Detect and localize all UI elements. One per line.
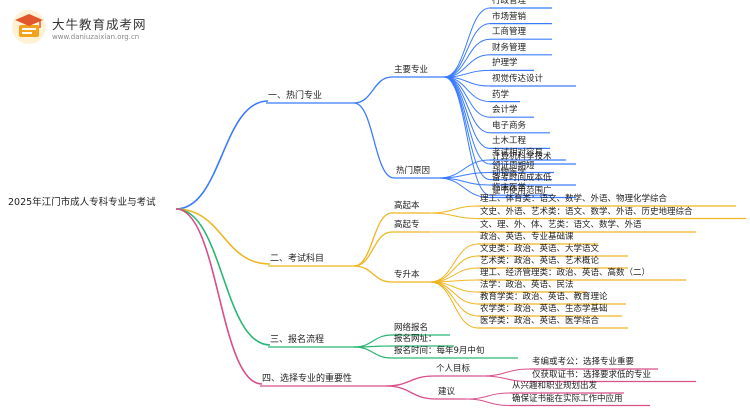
branch-0-sub-0-leaf-0[interactable]: 行政管理 [492,0,527,6]
branch-2-leaf-1[interactable]: 报名网址： [394,334,437,344]
branch-node-3[interactable]: 四、选择专业的重要性 [262,374,353,384]
branch-0-sub-0-leaf-link-2 [443,38,491,78]
branch-0-sub-0-leaf-3[interactable]: 财务管理 [492,42,527,53]
branch-3-sub-link-1 [385,385,437,400]
branch-0-sub-0-leaf-link-1 [443,23,491,78]
branch-1-sub-0[interactable]: 高起本 [394,201,420,211]
branch-0-sub-1-leaf-link-3 [437,177,491,198]
branch-1-sub-link-0 [353,212,393,267]
branch-0-sub-1-leaf-3[interactable]: 证书使用范围广 [492,185,552,196]
branch-0-sub-0-leaf-7[interactable]: 会计学 [492,105,518,116]
branch-1-sub-2-leaf-4[interactable]: 法学：政治、英语、民法 [480,280,574,290]
branch-0-sub-link-1 [353,102,395,179]
branch-3-sub-link-0 [385,375,435,387]
branch-1-sub-link-1 [353,231,393,267]
branch-link-2 [175,208,271,346]
branch-2-leaf-2[interactable]: 报名时间：每年9月中旬 [394,346,485,356]
branch-1-sub-0-leaf-1[interactable]: 文史、外语、艺术类：语文、数学、外语、历史地理综合 [480,206,693,217]
branch-1-sub-2-leaf-6[interactable]: 农学类：政治、英语、生态学基础 [480,304,608,314]
branch-2-leaf-link-0 [353,334,393,348]
branch-0-sub-0-leaf-1[interactable]: 市场营销 [492,11,527,22]
branch-1-sub-2-leaf-7[interactable]: 医学类：政治、英语、医学综合 [480,316,600,326]
branch-2-leaf-0[interactable]: 网络报名 [394,323,429,333]
branch-1-sub-1-leaf-0[interactable]: 文、理、外、体、艺类：语文、数学、外语 [480,220,642,230]
branch-3-sub-1-leaf-0[interactable]: 从兴趣和职业规划出发 [512,381,598,391]
branch-0-sub-1-leaf-0[interactable]: 考试相对容易 [492,148,544,158]
branch-1-sub-1[interactable]: 高起专 [394,220,420,230]
branch-1-sub-0-leaf-link-0 [429,205,479,214]
branch-3-sub-0-leaf-link-1 [481,375,531,382]
branch-2-leaf-link-2 [353,346,393,359]
branch-0-sub-0-leaf-5[interactable]: 视觉传达设计 [492,74,544,84]
branch-0-sub-1-leaf-1[interactable]: 领证周期短 [492,160,535,171]
branch-0-sub-0-leaf-9[interactable]: 土木工程 [492,136,527,147]
branch-node-1[interactable]: 二、考试科目 [270,254,325,264]
branch-0-sub-0-leaf-6[interactable]: 药学 [492,89,510,100]
branch-3-sub-1-leaf-link-1 [465,398,511,406]
site-logo[interactable]: 大牛教育成考网 www.daniuzaixian.org.cn [10,8,160,48]
branch-3-sub-1-leaf-1[interactable]: 确保证书能在实际工作中应用 [512,393,623,404]
branch-0-sub-1[interactable]: 热门原因 [396,166,431,176]
root-node[interactable]: 2025年江门市成人专科专业与考试 [8,197,156,208]
branch-1-sub-0-leaf-0[interactable]: 理工、体育类：语文、数学、外语、物理化学综合 [480,194,668,204]
branch-link-3 [175,208,263,385]
branch-1-sub-0-leaf-link-1 [429,212,479,219]
branch-3-sub-0[interactable]: 个人目标 [436,364,471,374]
branch-0-sub-0-leaf-link-0 [443,7,491,78]
branch-0-sub-0-leaf-11[interactable]: 动物医学 [492,167,527,178]
branch-1-sub-2-leaf-link-1 [429,255,479,283]
branch-0-sub-1-leaf-2[interactable]: 备考时间成本低 [492,173,552,183]
branch-0-sub-0-leaf-4[interactable]: 护理学 [492,58,518,69]
branch-1-sub-2-leaf-link-7 [429,281,479,329]
branch-1-sub-2-leaf-5[interactable]: 教育学类：政治、英语、教育理论 [480,292,608,302]
branch-1-sub-link-2 [353,265,393,283]
branch-1-sub-2-leaf-link-5 [429,281,479,305]
branch-1-sub-2[interactable]: 专升本 [394,270,420,280]
branch-0-sub-0-leaf-10[interactable]: 计算机科学技术 [492,152,552,162]
branch-node-2[interactable]: 三、报名流程 [270,335,325,345]
branch-1-sub-2-leaf-2[interactable]: 艺术类：政治、英语、艺术概论 [480,256,600,266]
branch-3-sub-0-leaf-link-0 [481,368,531,377]
branch-0-sub-0-leaf-2[interactable]: 工商管理 [492,27,527,38]
branch-0-sub-0-leaf-12[interactable]: 临床医学 [492,183,527,194]
branch-1-sub-2-leaf-link-0 [429,243,479,283]
branch-1-sub-2-leaf-0[interactable]: 政治、英语、专业基础课 [480,232,574,242]
branch-node-0[interactable]: 一、热门专业 [268,91,323,101]
branch-0-sub-0-leaf-link-11 [443,76,491,181]
branch-1-sub-2-leaf-1[interactable]: 文史类：政治、英语、大学语文 [480,244,600,254]
branch-3-sub-0-leaf-0[interactable]: 考编或考公：选择专业重要 [532,357,635,367]
logo-title: 大牛教育成考网 [52,17,147,32]
branch-1-sub-2-leaf-3[interactable]: 理工、经济管理类：政治、英语、高数（二） [480,268,651,278]
branch-0-sub-0-leaf-8[interactable]: 电子商务 [492,120,527,131]
branch-link-0 [175,100,269,210]
branch-3-sub-1-leaf-link-0 [465,392,511,400]
logo-subtitle: www.daniuzaixian.org.cn [52,33,140,41]
branch-0-sub-0-leaf-link-12 [443,76,491,196]
branch-0-sub-link-0 [353,76,393,104]
branch-link-1 [175,208,271,265]
graduation-cap-book-icon [12,10,46,44]
branch-3-sub-0-leaf-1[interactable]: 仅获取证书：选择要求低的专业 [532,369,652,380]
branch-0-sub-0[interactable]: 主要专业 [394,65,429,75]
branch-0-sub-0-leaf-link-10 [443,76,491,165]
branch-3-sub-1[interactable]: 建议 [438,387,456,397]
